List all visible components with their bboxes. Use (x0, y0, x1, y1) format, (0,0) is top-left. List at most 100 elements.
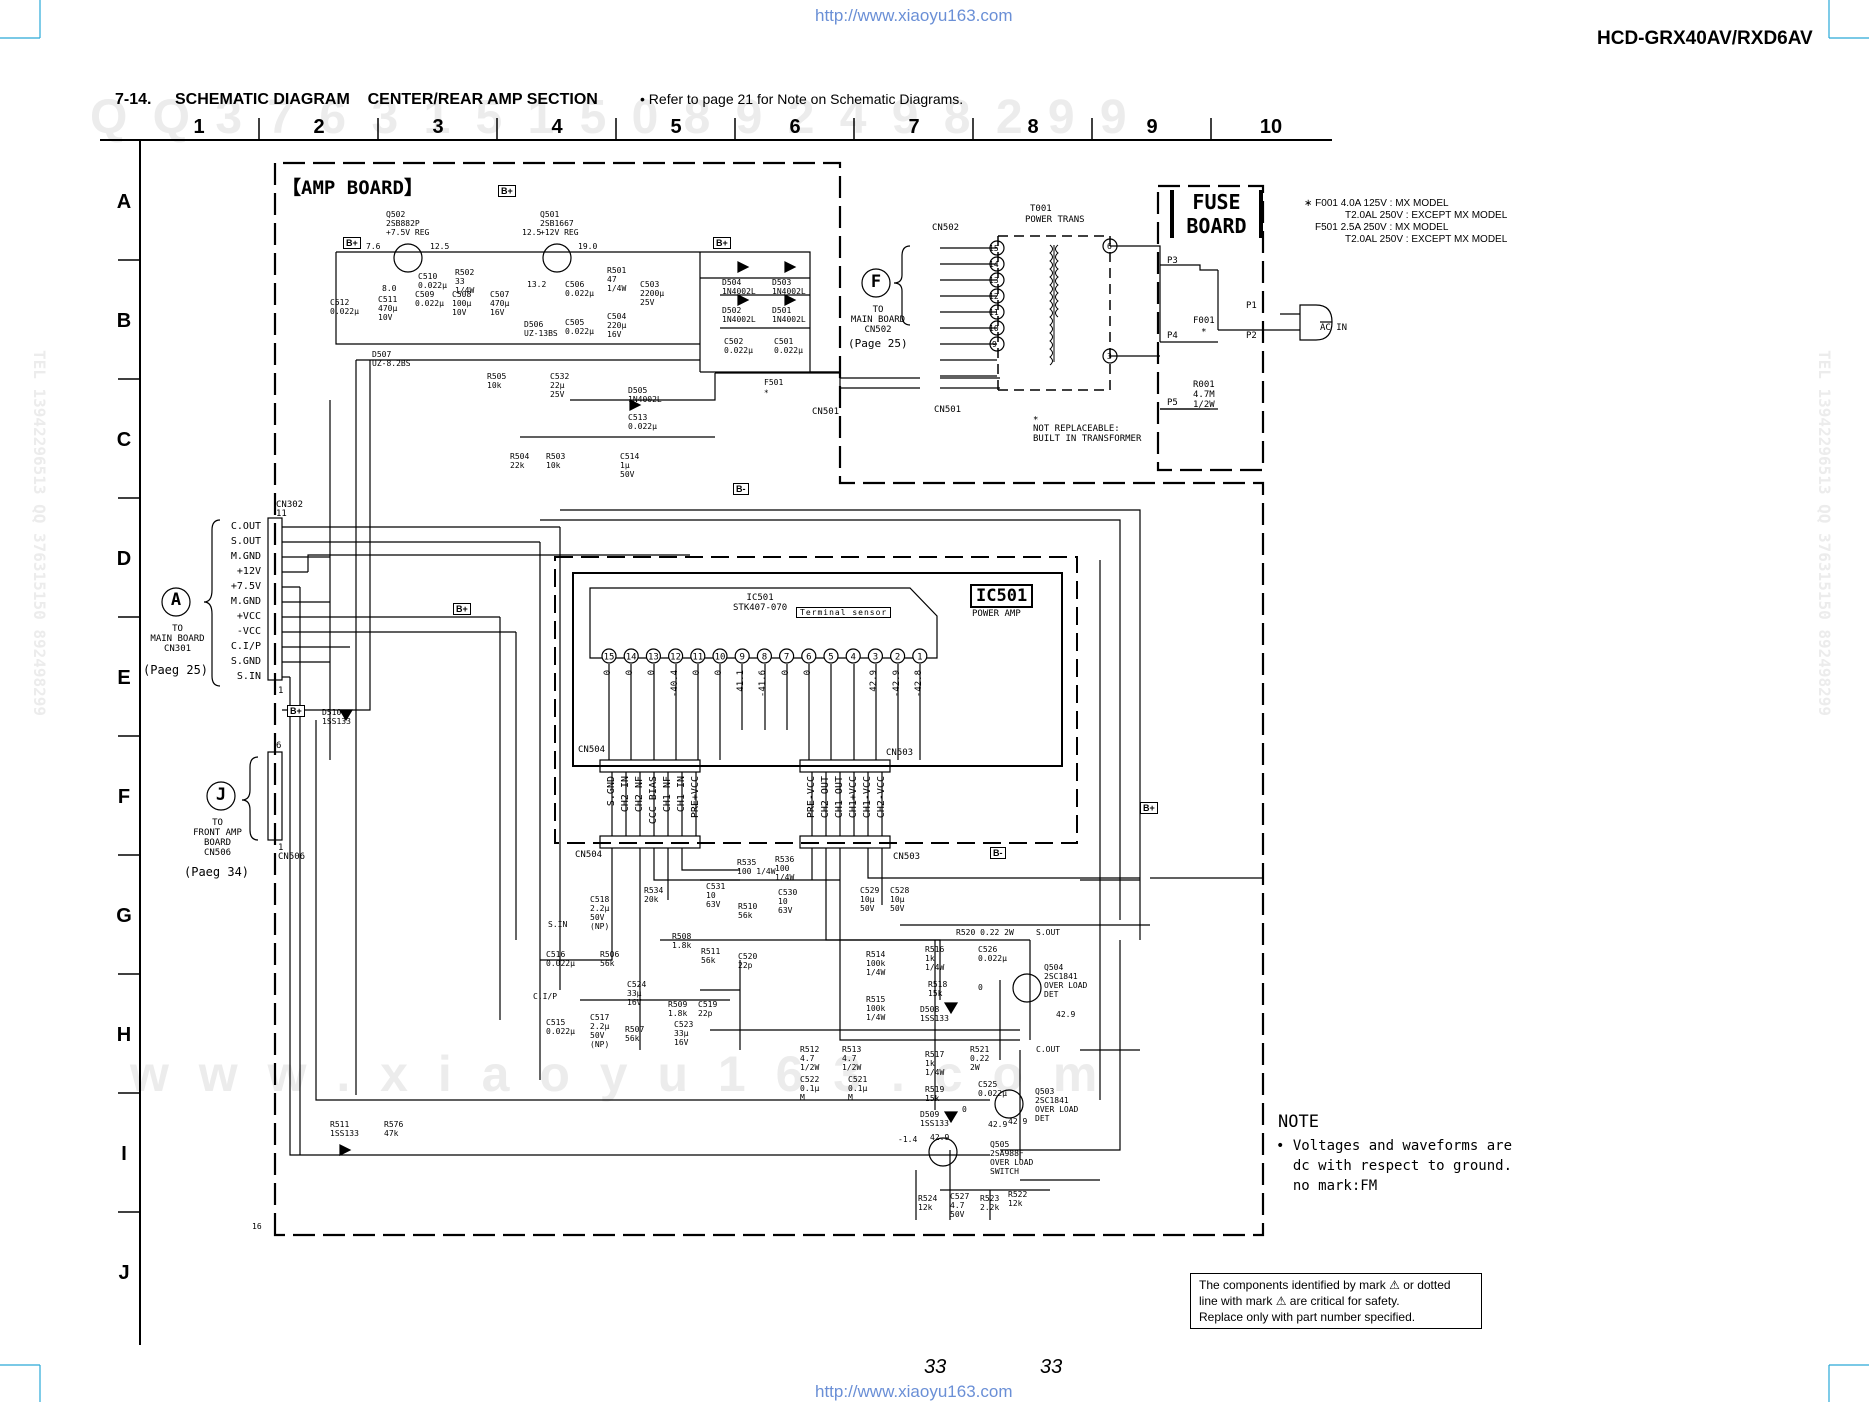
ic-pin-number: 13 (648, 653, 659, 663)
transformer-pin-left: 15 (989, 244, 999, 253)
cn302-pin-label: M.GND (230, 551, 261, 562)
cn504-pin-label: CH1 IN (676, 776, 687, 813)
ic-pin-number: 9 (739, 653, 744, 663)
fuse-note-2: T2.0AL 250V : EXCEPT MX MODEL (1345, 210, 1508, 221)
column-label: 1 (193, 116, 205, 138)
fuse-p4: P4 (1167, 331, 1178, 341)
component-label: C505 0.022μ (565, 318, 594, 336)
component-label: C530 10 63V (778, 888, 798, 915)
component-label: 12.5 (430, 242, 450, 251)
connector-a-text: TO MAIN BOARD CN301 (150, 624, 205, 654)
caution-line: The components identified by mark ⚠ or d… (1199, 1278, 1451, 1292)
ic-pin-voltage: -40.4 (669, 670, 680, 698)
component-label: C.I/P (533, 992, 558, 1001)
component-label: R535 100 1/4W (737, 858, 776, 876)
component-label: R511 56k (701, 947, 721, 965)
ic-pin-number: 1 (917, 653, 922, 663)
component-label: R504 22k (510, 452, 530, 470)
fuse-p2: P2 (1246, 331, 1257, 341)
component-label: C513 0.022μ (628, 413, 657, 431)
component-label: C528 10μ 50V (890, 886, 910, 913)
ic-pin-voltage: 0 (802, 670, 813, 676)
component-label: R505 10k (487, 372, 507, 390)
ic-pin-number: 15 (604, 653, 615, 663)
transformer-ref: T001 (1030, 204, 1052, 214)
transformer-pin-left: 11 (989, 308, 999, 317)
supply-tag: B+ (1140, 802, 1158, 814)
cn503-pin-label: CH1+VCC (848, 776, 859, 819)
watermark-qq: Q Q 3 7 6 3 1 5 1 5 0 8 9 2 4 9 8 2 9 9 (90, 91, 1133, 144)
ic-pin-number: 4 (850, 653, 855, 663)
component-label: C510 0.022μ (418, 272, 447, 290)
fuse-board-title: FUSE BOARD (1170, 190, 1263, 238)
row-label: I (121, 1143, 127, 1165)
column-label: 8 (1027, 116, 1039, 138)
row-label: H (116, 1024, 132, 1046)
row-label: B (116, 310, 132, 332)
component-label: D507 UZ-8.2BS (372, 350, 411, 368)
cn302-pin-label: S.OUT (230, 536, 261, 547)
transformer-pin-left: 9 (992, 340, 997, 349)
fuse-p5: P5 (1167, 398, 1178, 408)
row-label: G (116, 905, 132, 927)
column-label: 3 (432, 116, 444, 138)
component-label: D503 1N4002L (772, 278, 806, 296)
component-label: R512 4.7 1/2W (800, 1045, 820, 1072)
ic-pin-voltage: -41.6 (758, 670, 769, 698)
ic-pin-number: 6 (806, 653, 811, 663)
transformer-note: NOT REPLACEABLE: BUILT IN TRANSFORMER (1033, 424, 1142, 444)
component-label: R509 1.8k (668, 1000, 688, 1018)
column-label: 5 (670, 116, 682, 138)
ic-pin-circle (756, 648, 773, 664)
ic-pin-voltage: 0 (647, 670, 658, 676)
component-label: 42.9 (930, 1133, 950, 1142)
ic501-part: IC501 STK407-070 (733, 593, 788, 613)
connector-j-text: TO FRONT AMP BOARD CN506 (193, 818, 242, 858)
cn504-pin-label: CH2 IN (620, 776, 631, 813)
component-label: C516 0.022μ (546, 950, 575, 968)
section-number: 7-14. (115, 91, 152, 108)
component-label: C512 0.022μ (330, 298, 359, 316)
cn504-pin-label: CCC BIAS (648, 776, 659, 825)
column-label: 2 (313, 116, 325, 138)
component-label: 0 (962, 1105, 972, 1114)
watermark-side-right: TEL 13942296513 QQ 376315150 892498299 (1815, 350, 1834, 717)
cn302-pin-label: -VCC (236, 626, 261, 637)
cn302-pin-label: C.I/P (230, 641, 261, 652)
cn302-pin-label: +12V (236, 566, 261, 577)
component-label: C504 220μ 16V (607, 312, 627, 339)
component-label: C519 22p (698, 1000, 718, 1018)
component-label: S.OUT (1036, 928, 1061, 937)
row-label: C (116, 429, 132, 451)
cn302-pin-label: M.GND (230, 596, 261, 607)
ic-pin-number: 14 (626, 653, 637, 663)
component-label: 0 (978, 983, 983, 992)
component-label: C521 0.1μ M (848, 1075, 868, 1102)
supply-tag: B+ (498, 185, 516, 197)
fuse-note-1: ∗ F001 4.0A 125V : MX MODEL (1304, 198, 1449, 209)
cn503-pin-label: PRE-VCC (806, 776, 817, 819)
component-label: R501 47 1/4W (607, 266, 627, 293)
reference-note: • Refer to page 21 for Note on Schematic… (640, 91, 964, 107)
ic-pin-circle (712, 648, 728, 664)
component-label: C532 22μ 25V (550, 372, 570, 399)
component-label: C507 470μ 16V (490, 290, 510, 317)
connector-j-letter: J (215, 785, 227, 805)
component-label: C522 0.1μ M (800, 1075, 820, 1102)
component-label: R534 20k (644, 886, 664, 904)
component-label: D509 1SS133 (920, 1110, 949, 1128)
footer-url[interactable]: http://www.xiaoyu163.com (815, 1382, 1013, 1401)
connector-f-letter: F (870, 272, 882, 292)
transformer-pin-left: 14 (989, 260, 999, 269)
component-label: C509 0.022μ (415, 290, 444, 308)
ic-pin-circle (845, 648, 861, 664)
column-label: 7 (908, 116, 920, 138)
header-url[interactable]: http://www.xiaoyu163.com (815, 6, 1013, 25)
row-label: D (116, 548, 132, 570)
transformer-name: POWER TRANS (1025, 215, 1085, 225)
component-label: Q505 2SA988F OVER LOAD SWITCH (990, 1140, 1034, 1176)
ic-pin-voltage: 0 (691, 670, 702, 676)
ic501-title: IC501 (970, 584, 1034, 608)
component-label: 8.0 (382, 284, 397, 293)
